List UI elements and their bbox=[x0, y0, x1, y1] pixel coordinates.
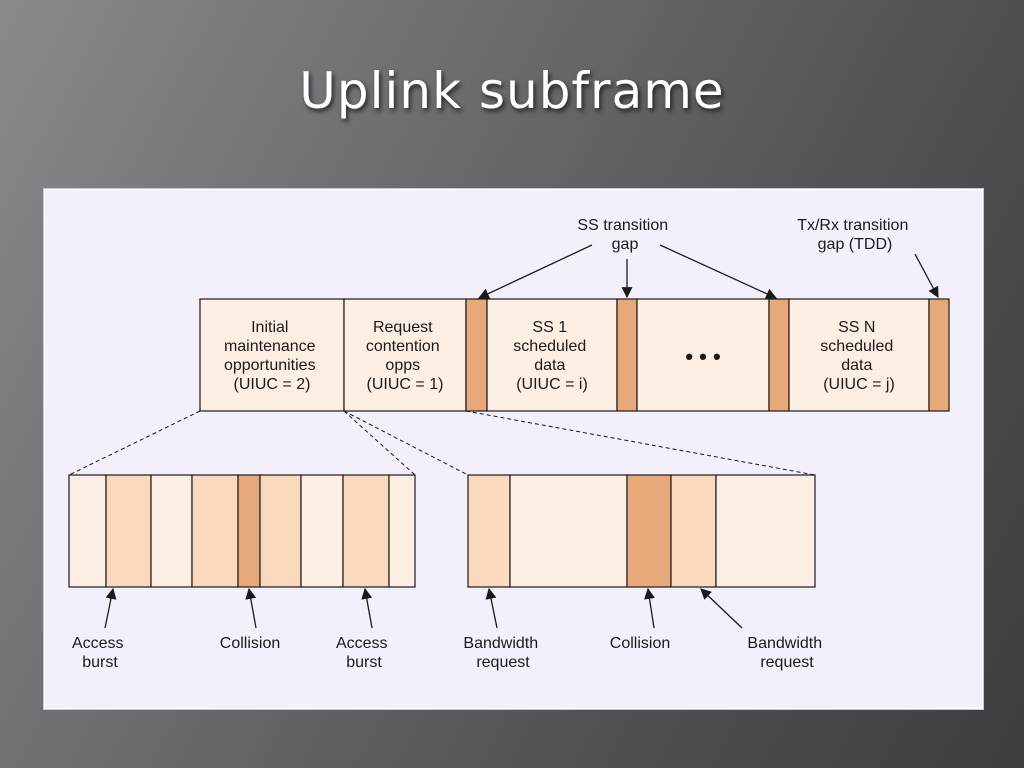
collision-label-1: Collision bbox=[220, 635, 280, 652]
ss1-data-cell bbox=[486, 298, 618, 412]
ss1-data-label: SS 1 scheduled data (UIUC = i) bbox=[513, 319, 590, 393]
top-bar bbox=[199, 298, 950, 412]
arrow-collision-1 bbox=[245, 587, 257, 629]
zoom-lines bbox=[68, 410, 816, 476]
arrow-txrx-gap bbox=[914, 253, 939, 298]
slot-7 bbox=[300, 474, 344, 588]
request-contention-cell bbox=[343, 298, 467, 412]
slot-9 bbox=[388, 474, 416, 588]
arrow-ss-gap-1 bbox=[478, 244, 593, 299]
zoom-right-2 bbox=[465, 410, 816, 476]
txrx-transition-gap bbox=[928, 298, 950, 412]
slot-bw-request-1 bbox=[467, 474, 511, 588]
bandwidth-request-label-2: Bandwidth request bbox=[747, 635, 826, 671]
bottom-arrows bbox=[104, 587, 743, 629]
arrow-ss-gap-3 bbox=[659, 244, 778, 299]
arrow-bandwidth-request-1 bbox=[485, 587, 498, 629]
access-burst-label-2: Access burst bbox=[336, 635, 392, 671]
bandwidth-request-label-1: Bandwidth request bbox=[463, 635, 542, 671]
slot-8 bbox=[342, 474, 390, 588]
collision-label-2: Collision bbox=[610, 635, 670, 652]
arrow-bandwidth-request-2 bbox=[700, 588, 743, 629]
slot-tail bbox=[715, 474, 816, 588]
arrow-access-burst-1 bbox=[104, 587, 117, 629]
slot-3 bbox=[150, 474, 193, 588]
ssn-data-cell bbox=[788, 298, 930, 412]
slot-2 bbox=[105, 474, 152, 588]
figure-panel bbox=[43, 188, 984, 710]
slot-collision bbox=[237, 474, 261, 588]
ss-transition-gap-2 bbox=[616, 298, 638, 412]
slot-4 bbox=[191, 474, 239, 588]
initial-maintenance-label: Initial maintenance opportunities (UIUC … bbox=[224, 319, 320, 393]
ss-transition-gap-1 bbox=[465, 298, 488, 412]
zoom-right-1 bbox=[343, 410, 469, 476]
arrow-access-burst-2 bbox=[361, 587, 373, 629]
request-contention-detail-bar bbox=[467, 474, 816, 588]
top-arrows bbox=[478, 244, 939, 299]
request-contention-label: Request contention opps (UIUC = 1) bbox=[366, 319, 444, 393]
zoom-left-1 bbox=[68, 410, 201, 476]
slide-title: Uplink subframe bbox=[299, 62, 725, 120]
ellipsis-label: • • • bbox=[685, 344, 720, 369]
initial-maintenance-detail-bar bbox=[68, 474, 416, 588]
ssn-data-label: SS N scheduled data (UIUC = j) bbox=[820, 319, 897, 393]
ss-transition-gap-label: SS transition gap bbox=[577, 217, 672, 253]
access-burst-label-1: Access burst bbox=[72, 635, 128, 671]
txrx-transition-gap-label: Tx/Rx transition gap (TDD) bbox=[797, 217, 913, 253]
slot-collision-2 bbox=[626, 474, 672, 588]
arrow-collision-2 bbox=[644, 587, 655, 629]
ss-transition-gap-3 bbox=[768, 298, 790, 412]
ellipsis-cell bbox=[636, 298, 770, 412]
slot-6 bbox=[259, 474, 302, 588]
slot-empty bbox=[509, 474, 628, 588]
slot-bw-request-2 bbox=[670, 474, 717, 588]
initial-maintenance-cell bbox=[199, 298, 345, 412]
slot-1 bbox=[68, 474, 107, 588]
zoom-left-2 bbox=[343, 410, 416, 476]
